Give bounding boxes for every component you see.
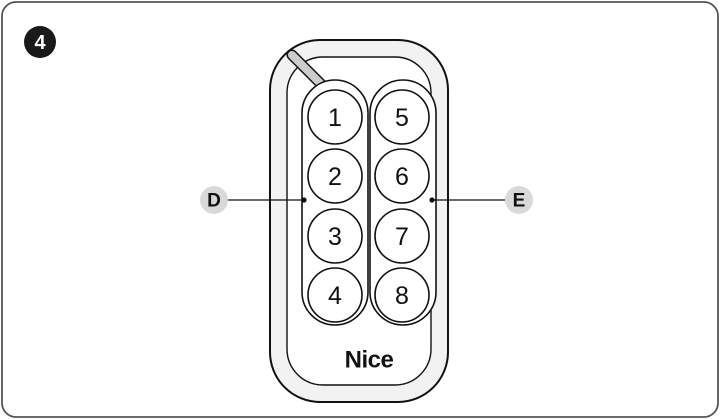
step-number: 4 (34, 32, 46, 54)
callout-e: E (429, 186, 533, 214)
callout-e-badge (505, 186, 533, 214)
button-2[interactable]: 2 (307, 148, 363, 204)
callout-d-dot (301, 197, 307, 203)
button-1[interactable]: 1 (307, 89, 363, 145)
button-4-label: 4 (328, 282, 342, 310)
button-8[interactable]: 8 (374, 267, 430, 323)
step-badge-circle (24, 26, 56, 58)
button-6-label: 6 (395, 163, 409, 191)
button-2-label: 2 (328, 163, 342, 191)
button-8-label: 8 (395, 282, 409, 310)
button-6[interactable]: 6 (374, 148, 430, 204)
button-7-label: 7 (395, 223, 409, 251)
remote-control: 1 2 3 4 5 6 7 8 Ni (269, 39, 449, 403)
button-3[interactable]: 3 (307, 208, 363, 264)
callout-e-label: E (513, 191, 526, 212)
callout-e-dot (429, 197, 435, 203)
button-7[interactable]: 7 (374, 208, 430, 264)
step-badge: 4 (24, 26, 56, 58)
button-4[interactable]: 4 (307, 267, 363, 323)
button-5[interactable]: 5 (374, 89, 430, 145)
callout-d-label: D (207, 191, 221, 212)
brand-logo-text: Nice (345, 347, 394, 374)
callout-d: D (200, 186, 307, 214)
button-5-label: 5 (395, 104, 409, 132)
button-1-label: 1 (328, 104, 342, 132)
antenna-indicator (286, 49, 329, 92)
button-3-label: 3 (328, 223, 342, 251)
callout-d-badge (200, 186, 228, 214)
